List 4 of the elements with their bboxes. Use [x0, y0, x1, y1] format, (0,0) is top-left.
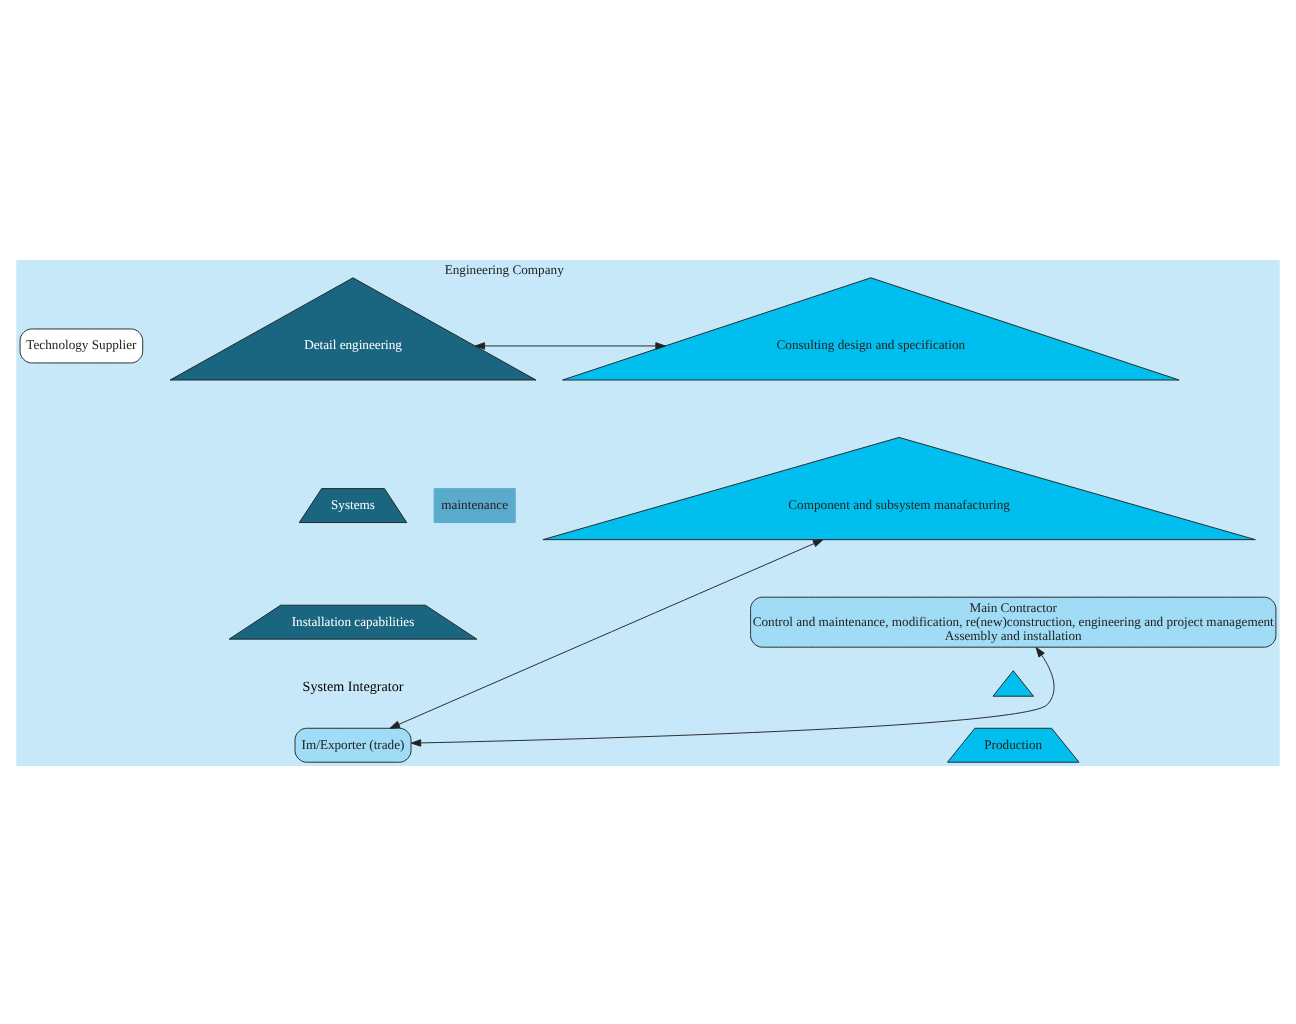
arrow [389, 538, 824, 728]
node-triangle [992, 669, 1034, 696]
arrow [474, 341, 666, 349]
arrow [410, 646, 1055, 746]
